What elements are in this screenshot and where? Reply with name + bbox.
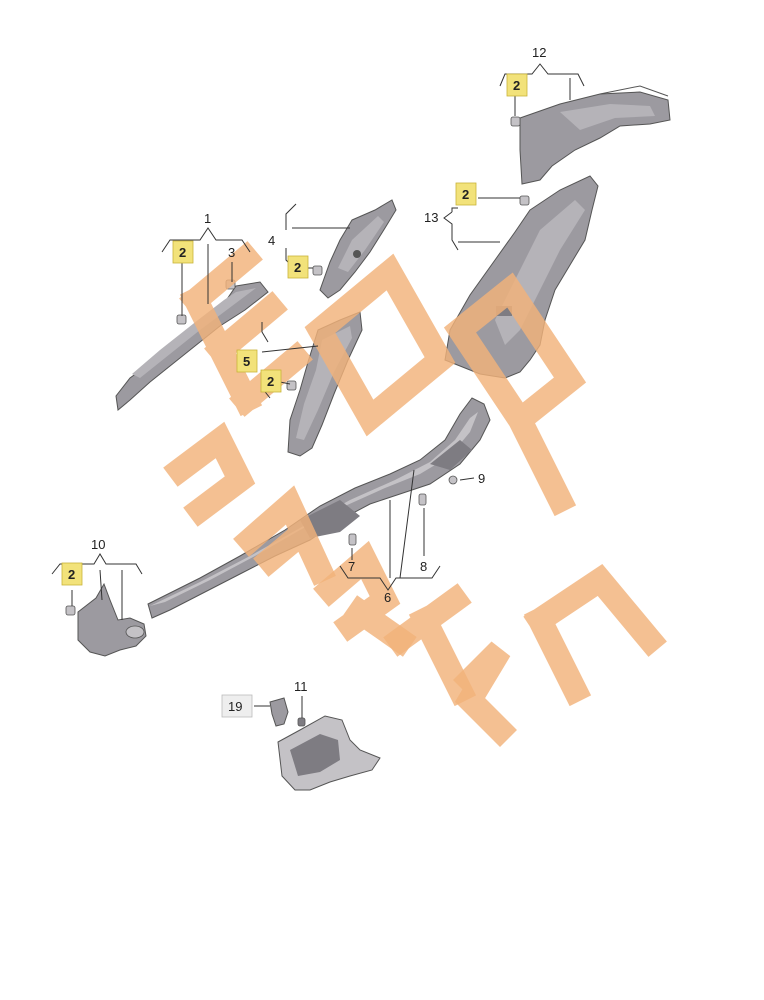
callout-8[interactable]: 8 [420,559,427,574]
part-10-footwell-trim[interactable] [77,582,147,657]
part-6-door-sill-trim[interactable] [147,397,491,619]
fastener-8 [418,493,427,506]
callout-2-at-5[interactable]: 2 [267,374,274,389]
callout-2-at-1[interactable]: 2 [179,245,186,260]
fastener-7 [348,533,357,546]
clip-13 [519,195,530,206]
callout-19-box [221,694,253,718]
part-cover-trim[interactable] [277,715,381,791]
callout-2-box-4 [287,255,309,279]
callout-5-box [236,349,258,373]
callout-2-box-5 [260,369,282,393]
clip-4 [312,265,323,276]
part-4-upper-b-pillar-trim[interactable] [319,199,397,299]
clip-5 [286,380,297,391]
callout-2-box-12 [506,73,528,97]
part-19-bracket[interactable] [269,697,289,727]
callout-2-at-12[interactable]: 2 [513,78,520,93]
screw-9 [448,475,458,485]
clip-10 [65,605,76,616]
clip-12 [510,116,521,127]
callout-7[interactable]: 7 [348,559,355,574]
leader-lines [51,63,585,718]
callout-2-at-10[interactable]: 2 [68,567,75,582]
callout-13[interactable]: 13 [424,210,438,225]
callout-9[interactable]: 9 [478,471,485,486]
brand-watermark-logo [163,241,667,747]
callout-10[interactable]: 10 [91,537,105,552]
callout-12[interactable]: 12 [532,45,546,60]
part-11-nut [297,717,306,727]
part-1-a-pillar-trim[interactable] [115,281,269,411]
callout-2-at-13[interactable]: 2 [462,187,469,202]
callout-5[interactable]: 5 [243,354,250,369]
part-12-upper-rear-trim[interactable] [519,85,671,185]
callout-6[interactable]: 6 [384,590,391,605]
callout-3[interactable]: 3 [228,245,235,260]
callout-2-box-10 [61,562,83,586]
callout-1[interactable]: 1 [204,211,211,226]
callout-2-at-4[interactable]: 2 [294,260,301,275]
callout-2-box-1 [172,240,194,264]
callout-4[interactable]: 4 [268,233,275,248]
callout-19[interactable]: 19 [228,699,242,714]
callout-11[interactable]: 11 [294,679,308,694]
callout-2-box-13 [455,182,477,206]
